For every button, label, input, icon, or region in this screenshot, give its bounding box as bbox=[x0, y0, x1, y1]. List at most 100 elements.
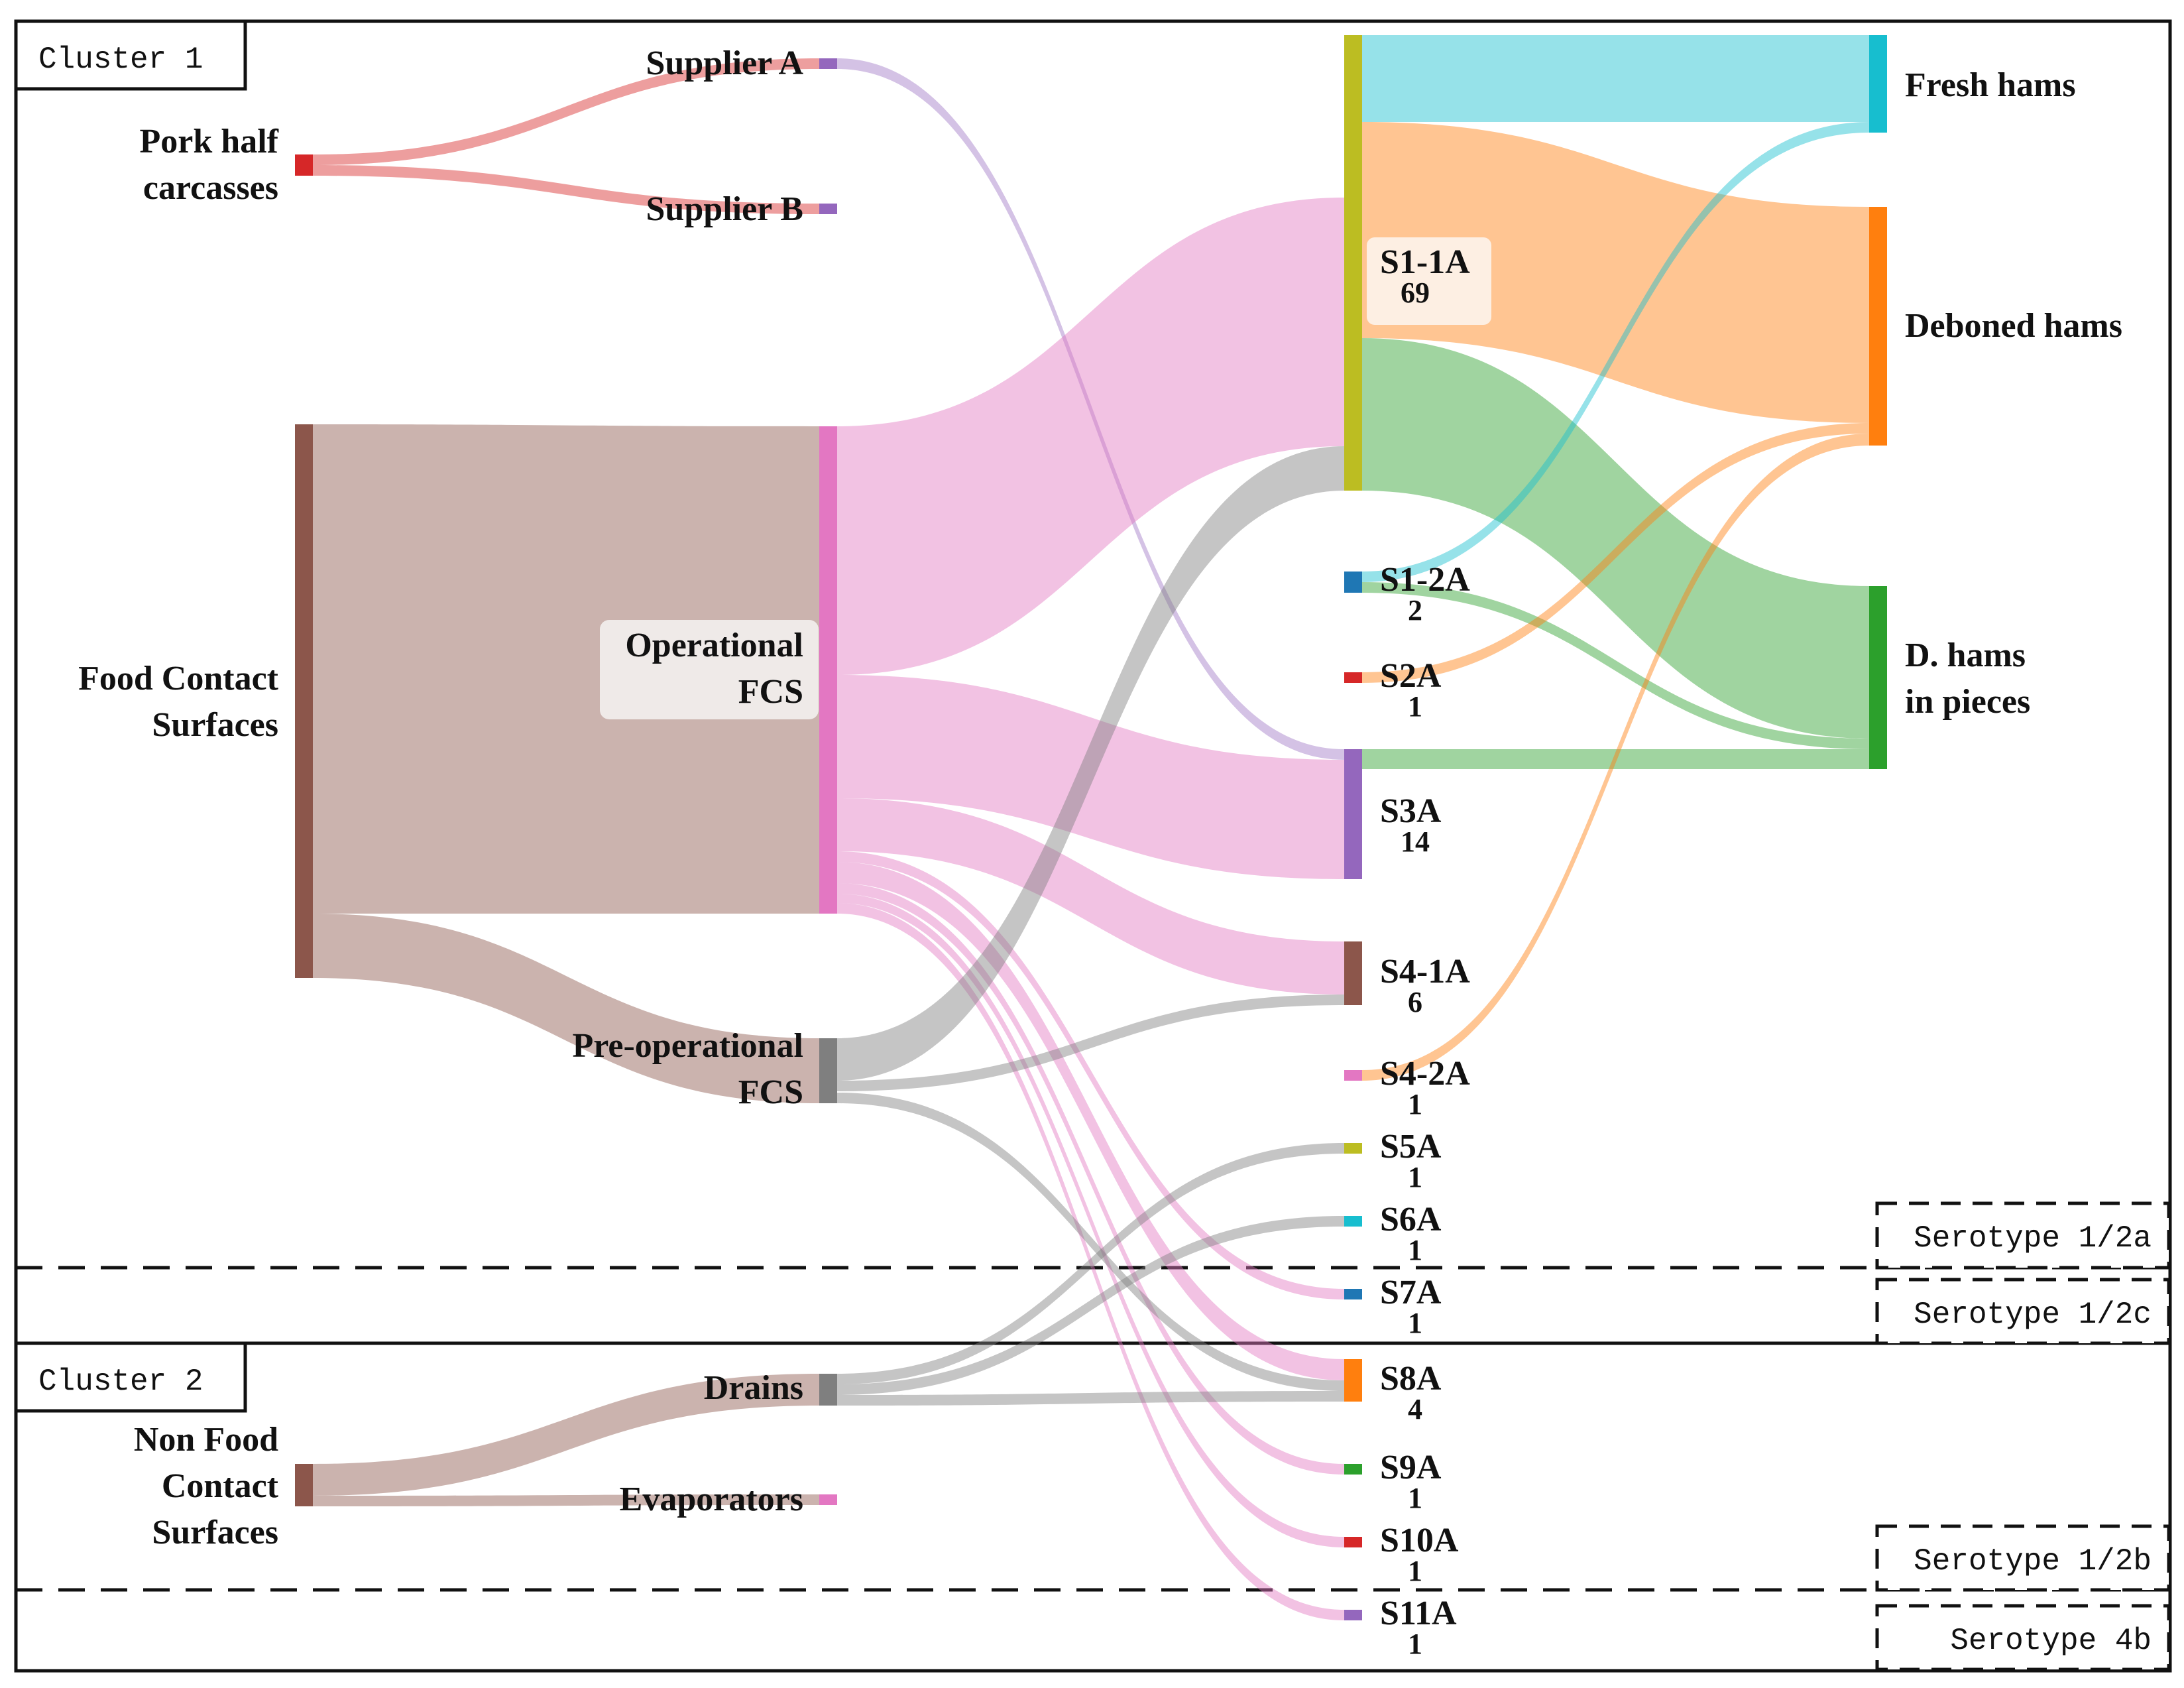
strain-count-label: 1 bbox=[1408, 1482, 1422, 1514]
flow-link bbox=[1362, 749, 1869, 769]
fcs-label-line-1: Food Contact bbox=[78, 660, 279, 697]
flow-link bbox=[1362, 434, 1869, 1081]
flow-link bbox=[313, 424, 819, 914]
pieces-label-line-2: in pieces bbox=[1905, 683, 2030, 721]
strain-name-label: S10A bbox=[1380, 1522, 1459, 1559]
flow-link bbox=[1362, 122, 1869, 582]
strain-count-label: 4 bbox=[1408, 1393, 1422, 1425]
nfcs-label-line-2: Contact bbox=[162, 1467, 279, 1505]
flow-link bbox=[837, 851, 1344, 1299]
flow-link bbox=[837, 1093, 1344, 1391]
serotype-label-1-2b: Serotype 1/2b bbox=[1914, 1544, 2152, 1579]
flow-link bbox=[837, 903, 1344, 1620]
nfcs-label-line-1: Non Food bbox=[134, 1421, 278, 1459]
strain-count-label: 2 bbox=[1408, 594, 1422, 627]
preoperational-label-line-2: FCS bbox=[738, 1073, 803, 1111]
flow-link bbox=[837, 798, 1344, 995]
flow-link bbox=[1362, 122, 1869, 423]
serotype-label-1-2c: Serotype 1/2c bbox=[1914, 1297, 2152, 1332]
node-fcs bbox=[295, 424, 313, 978]
node-s11a bbox=[1344, 1610, 1362, 1620]
nfcs-label-line-3: Surfaces bbox=[152, 1514, 278, 1551]
node-nfcs bbox=[295, 1464, 313, 1506]
evaporators-label: Evaporators bbox=[620, 1480, 803, 1518]
pieces-label-line-1: D. hams bbox=[1905, 636, 2026, 674]
strain-name-label: S2A bbox=[1380, 657, 1442, 695]
strain-name-label: S4-2A bbox=[1380, 1055, 1470, 1093]
node-s4-1a bbox=[1344, 941, 1362, 1005]
operational-label-line-2: FCS bbox=[738, 673, 803, 711]
flow-link bbox=[837, 446, 1344, 1081]
node-supplier-b bbox=[819, 204, 837, 214]
strain-count-label: 1 bbox=[1408, 1161, 1422, 1193]
strain-count-label: 1 bbox=[1408, 1307, 1422, 1339]
flow-link bbox=[837, 58, 1344, 760]
flow-link bbox=[837, 1143, 1344, 1384]
flow-link bbox=[837, 675, 1344, 879]
strain-name-label: S4-1A bbox=[1380, 953, 1470, 991]
strain-name-label: S6A bbox=[1380, 1201, 1442, 1238]
strain-count-label: 1 bbox=[1408, 1088, 1422, 1120]
node-s9a bbox=[1344, 1464, 1362, 1475]
serotype-box-1-2a bbox=[1875, 1201, 2171, 1270]
flow-link bbox=[1362, 582, 1869, 749]
node-pieces-hams bbox=[1869, 586, 1887, 769]
flow-link bbox=[313, 1374, 819, 1496]
strain-count-label: 14 bbox=[1401, 825, 1430, 858]
node-s8a bbox=[1344, 1359, 1362, 1402]
flow-link bbox=[313, 1494, 819, 1506]
supplier-b-label: Supplier B bbox=[646, 190, 803, 228]
node-supplier-a bbox=[819, 58, 837, 69]
node-s6a bbox=[1344, 1216, 1362, 1227]
node-fresh-hams bbox=[1869, 35, 1887, 133]
node-s1-1a bbox=[1344, 35, 1362, 491]
flow-link bbox=[1362, 338, 1869, 739]
flow-link bbox=[837, 862, 1344, 1380]
flow-nodes bbox=[295, 35, 1887, 1620]
cluster-2-label: Cluster 2 bbox=[38, 1364, 203, 1399]
operational-label-bg bbox=[600, 620, 819, 719]
node-s2a bbox=[1344, 672, 1362, 683]
flow-link bbox=[837, 1391, 1344, 1406]
strain-count-label: 69 bbox=[1401, 276, 1430, 309]
fresh-hams-label: Fresh hams bbox=[1905, 66, 2076, 104]
node-s1-2a bbox=[1344, 572, 1362, 593]
node-s3a bbox=[1344, 749, 1362, 879]
strain-name-label: S1-2A bbox=[1380, 561, 1470, 599]
strain-name-label: S7A bbox=[1380, 1274, 1442, 1311]
strain-labels: S1-1A69S1-2A2S2A1S3A14S4-1A6S4-2A1S5A1S6… bbox=[1380, 243, 1470, 1660]
flow-link bbox=[313, 58, 819, 165]
s1-1a-label-bg bbox=[1367, 237, 1491, 325]
operational-label-line-1: Operational bbox=[625, 627, 803, 664]
node-s7a bbox=[1344, 1289, 1362, 1299]
flow-link bbox=[313, 165, 819, 214]
deboned-hams-label: Deboned hams bbox=[1905, 307, 2122, 345]
cluster-1-label: Cluster 1 bbox=[38, 42, 203, 77]
flow-link bbox=[1362, 35, 1869, 122]
pork-label-line-2: carcasses bbox=[143, 169, 278, 207]
node-s10a bbox=[1344, 1537, 1362, 1547]
pork-label-line-1: Pork half bbox=[140, 123, 279, 160]
flow-link bbox=[837, 894, 1344, 1547]
drains-label: Drains bbox=[704, 1369, 803, 1407]
serotype-box-1-2c bbox=[1875, 1278, 2171, 1345]
strain-name-label: S11A bbox=[1380, 1595, 1457, 1632]
flow-link bbox=[837, 883, 1344, 1475]
supplier-a-label: Supplier A bbox=[646, 44, 804, 82]
node-drains bbox=[819, 1374, 837, 1406]
flow-link bbox=[1362, 423, 1869, 683]
serotype-label-4b: Serotype 4b bbox=[1950, 1624, 2152, 1658]
preoperational-label-line-1: Pre-operational bbox=[572, 1027, 803, 1065]
strain-count-label: 1 bbox=[1408, 1234, 1422, 1266]
strain-name-label: S8A bbox=[1380, 1360, 1442, 1398]
node-evaporators bbox=[819, 1494, 837, 1505]
strain-name-label: S9A bbox=[1380, 1449, 1442, 1486]
strain-name-label: S3A bbox=[1380, 792, 1442, 830]
strain-count-label: 1 bbox=[1408, 1628, 1422, 1660]
strain-name-label: S5A bbox=[1380, 1128, 1442, 1166]
serotype-box-1-2b bbox=[1875, 1524, 2171, 1592]
strain-count-label: 1 bbox=[1408, 690, 1422, 723]
node-s5a bbox=[1344, 1143, 1362, 1154]
flow-link bbox=[313, 914, 819, 1103]
